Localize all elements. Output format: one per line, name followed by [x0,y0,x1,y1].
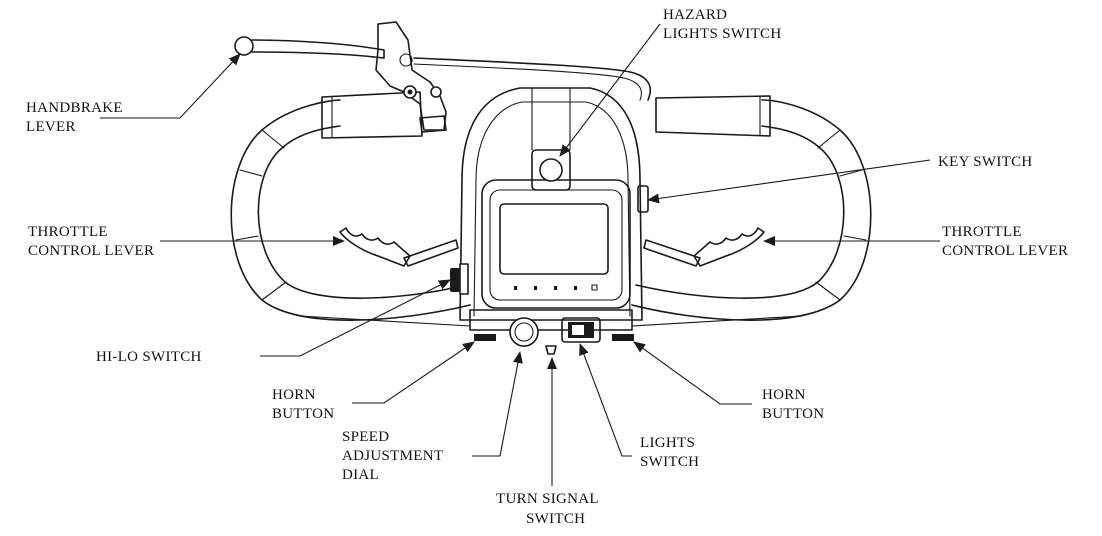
horn-left-label-line1: HORN [272,387,316,403]
handbrake-label-line2: LEVER [26,119,76,135]
hi-lo-switch [450,263,469,295]
throttle-right-label-line1: THROTTLE [942,224,1022,240]
tiller-handlebar [230,91,872,327]
throttle-left-label-line2: CONTROL LEVER [28,243,154,259]
turn-signal-label-line1: TURN SIGNAL [496,491,599,507]
speed-label-line3: DIAL [342,467,379,483]
handbrake-label-line1: HANDBRAKE [26,100,123,116]
key-switch-label: KEY SWITCH [938,154,1033,170]
turn-signal-label-line2: SWITCH [526,511,585,527]
central-console [459,87,643,331]
horn-button-left [474,334,496,341]
speed-label-line1: SPEED [342,429,389,445]
leader-lines [100,23,940,486]
hazard-label-line2: LIGHTS SWITCH [663,26,781,42]
callout-labels: HANDBRAKE LEVER HAZARD LIGHTS SWITCH KEY… [26,7,1068,527]
lights-label-line2: SWITCH [640,454,699,470]
horn-button-right [612,334,634,341]
speed-label-line2: ADJUSTMENT [342,448,443,464]
hazard-label-line1: HAZARD [663,7,727,23]
throttle-lever-left [339,227,459,267]
throttle-left-label-line1: THROTTLE [28,224,108,240]
throttle-right-label-line2: CONTROL LEVER [942,243,1068,259]
throttle-lever-right [643,227,765,267]
lights-switch [561,317,601,343]
hi-lo-label: HI-LO SWITCH [96,349,202,365]
handbrake-lever [234,21,652,133]
turn-signal-switch [545,345,557,355]
horn-right-label-line1: HORN [762,387,806,403]
speed-dial [509,317,539,347]
horn-right-label-line2: BUTTON [762,406,824,422]
horn-left-label-line2: BUTTON [272,406,334,422]
lights-label-line1: LIGHTS [640,435,695,451]
hazard-switch [531,149,571,191]
